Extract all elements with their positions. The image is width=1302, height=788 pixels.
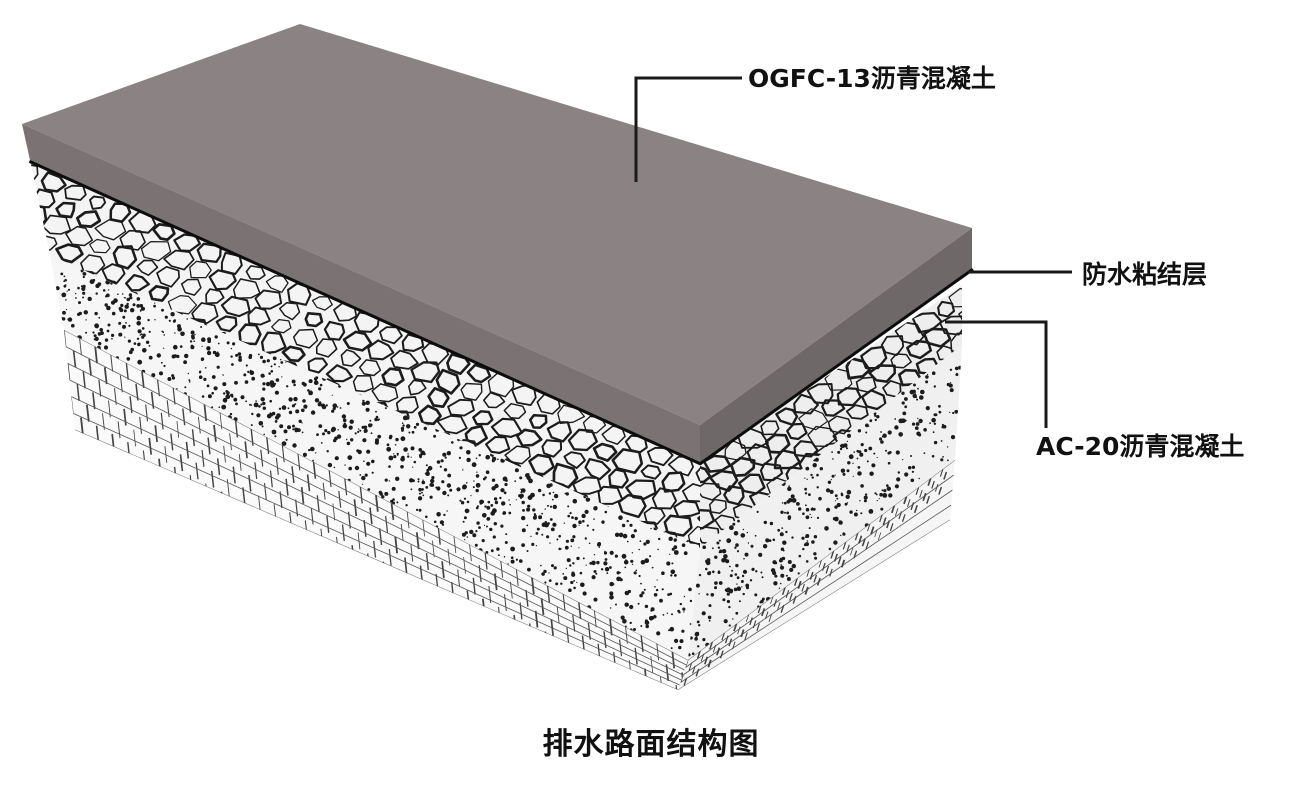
- top-slab-surface: [22, 24, 972, 425]
- top-slab-right-edge: [700, 228, 972, 462]
- ac-layer-front: [50, 255, 700, 660]
- top-slab: [22, 24, 972, 462]
- leader-line-ac: [945, 320, 1048, 428]
- diagram-caption: 排水路面结构图: [542, 727, 760, 762]
- label-bond-layer: 防水粘结层: [1082, 260, 1208, 289]
- top-slab-front-edge: [22, 124, 700, 462]
- ac-layer-side: [688, 345, 962, 660]
- base-layer-side: [678, 460, 955, 690]
- label-ogfc: OGFC-13沥青混凝土: [748, 64, 996, 93]
- leader-line-ogfc: [634, 76, 742, 182]
- label-ac: AC-20沥青混凝土: [1036, 432, 1245, 461]
